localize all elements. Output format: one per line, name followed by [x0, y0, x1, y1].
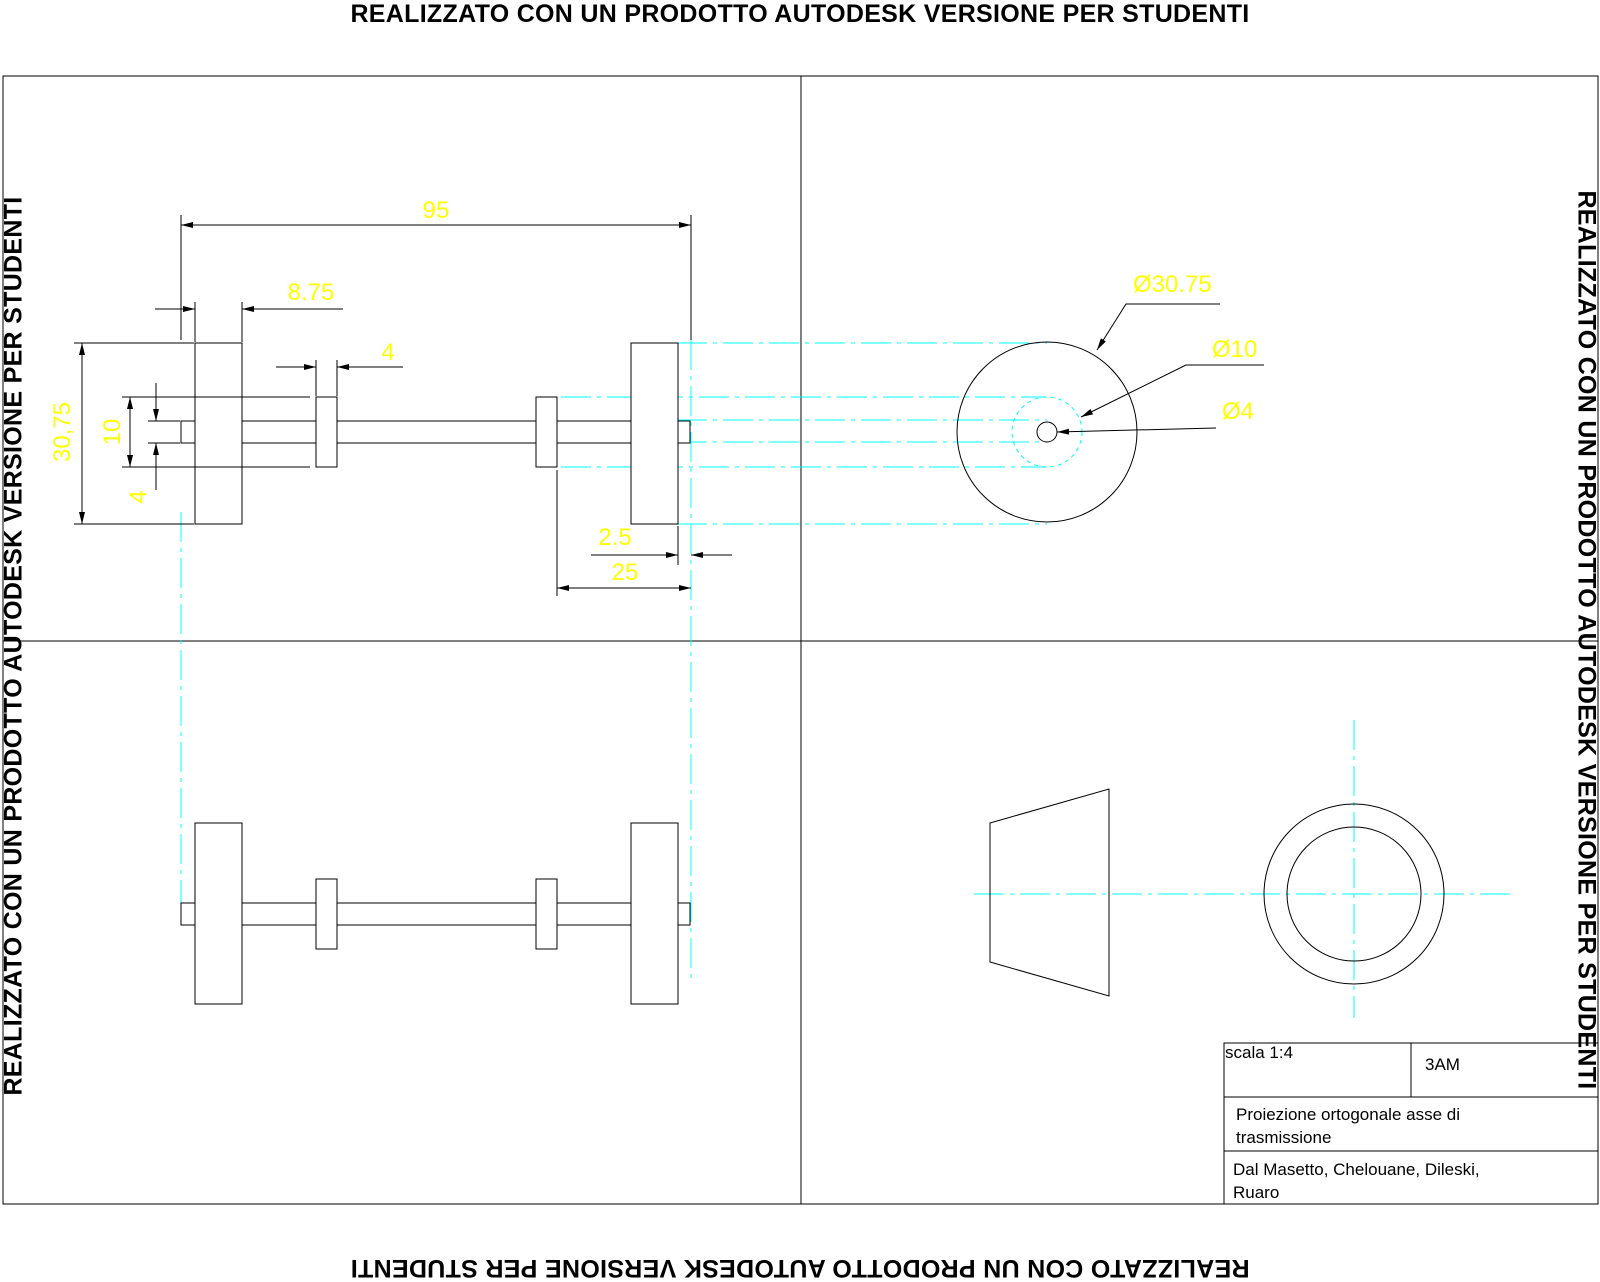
wheel-left — [195, 823, 242, 1004]
shaft — [181, 421, 690, 443]
leader-30-75 — [1097, 304, 1220, 350]
collar-right — [536, 397, 557, 467]
wheel-detail — [990, 789, 1444, 996]
front-view — [181, 343, 690, 524]
dim-text-overall: 95 — [423, 197, 450, 224]
wheel-left — [195, 343, 242, 524]
shaft-circle — [1037, 422, 1057, 442]
title-block-title-line2: trasmissione — [1236, 1128, 1331, 1147]
side-view — [957, 342, 1137, 522]
top-view — [181, 823, 690, 1004]
collar-left — [316, 397, 337, 467]
title-block-title-line1: Proiezione ortogonale asse di — [1236, 1105, 1460, 1124]
dim-text-shaft-height: 4 — [125, 490, 152, 503]
title-block-authors-line1: Dal Masetto, Chelouane, Dileski, — [1233, 1160, 1480, 1179]
dim-text-hub-length: 25 — [612, 559, 639, 586]
wheel-right — [631, 823, 678, 1004]
conical-wheel — [990, 789, 1109, 996]
dim-text-collar-height: 10 — [99, 419, 126, 446]
title-block-texts: scala 1:4 3AM Proiezione ortogonale asse… — [1225, 1043, 1480, 1202]
dim-text-end-offset: 2.5 — [598, 524, 631, 551]
shaft — [181, 903, 690, 925]
title-block-authors-line2: Ruaro — [1233, 1183, 1279, 1202]
dim-text-shaft-diameter: Ø4 — [1222, 398, 1254, 425]
collar-left — [316, 879, 337, 949]
dim-text-wheel-diameter: Ø30.75 — [1133, 271, 1212, 298]
title-block-scale: scala 1:4 — [1225, 1043, 1293, 1062]
dim-text-collar-width: 4 — [381, 339, 394, 366]
dim-text-wheel-width: 8.75 — [288, 279, 335, 306]
collar-right — [536, 879, 557, 949]
wheel-right — [631, 343, 678, 524]
dim-text-collar-diameter: Ø10 — [1212, 336, 1257, 363]
sheet-frame — [3, 76, 1598, 1204]
dim-text-wheel-diameter-side: 30,75 — [49, 402, 76, 462]
title-block-class: 3AM — [1425, 1055, 1460, 1074]
wheel-circle — [957, 342, 1137, 522]
